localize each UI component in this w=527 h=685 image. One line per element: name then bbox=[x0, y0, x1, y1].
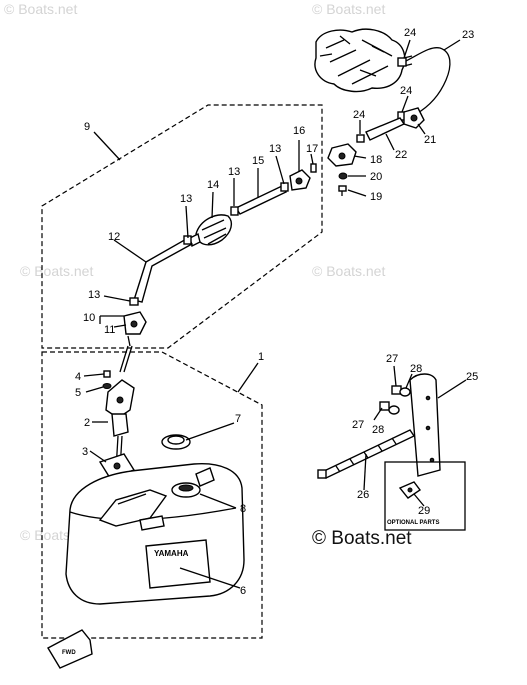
hose-clip-24-top bbox=[397, 57, 407, 67]
callout-24-mid: 24 bbox=[353, 109, 365, 121]
callout-26: 26 bbox=[357, 489, 369, 501]
callout-labels: 9 1 2 3 4 5 7 8 6 12 13 10 11 13 14 13 1… bbox=[75, 27, 478, 597]
callout-9: 9 bbox=[84, 121, 90, 133]
watermark-top-right: © Boats.net bbox=[312, 1, 385, 17]
callout-18: 18 bbox=[370, 154, 382, 166]
bracket-10 bbox=[99, 315, 124, 324]
callout-5: 5 bbox=[75, 387, 81, 399]
hose-clip-24-mid bbox=[356, 134, 365, 143]
gasket-20 bbox=[338, 172, 348, 180]
callout-14: 14 bbox=[207, 179, 219, 191]
threaded-rod-26 bbox=[317, 429, 416, 479]
fwd-label: FWD bbox=[62, 650, 76, 656]
watermark-mid-left: © Boats.net bbox=[20, 263, 93, 279]
engine-unit bbox=[314, 28, 406, 93]
callout-21: 21 bbox=[424, 134, 436, 146]
screw-4 bbox=[103, 370, 111, 378]
callout-8: 8 bbox=[240, 503, 246, 515]
callout-4: 4 bbox=[75, 371, 81, 383]
clip-13-mid bbox=[230, 206, 239, 216]
primer-pump-14 bbox=[189, 214, 233, 248]
callout-13-left: 13 bbox=[180, 193, 192, 205]
callout-13-mid: 13 bbox=[228, 166, 240, 178]
callout-3: 3 bbox=[82, 446, 88, 458]
connector-21 bbox=[403, 107, 425, 129]
leader-lines bbox=[83, 39, 467, 589]
callout-28-lower: 28 bbox=[372, 424, 384, 436]
callout-11: 11 bbox=[104, 324, 115, 336]
screw-19 bbox=[338, 185, 347, 196]
tank-brand-label: YAMAHA bbox=[154, 549, 189, 558]
callout-23: 23 bbox=[462, 29, 474, 41]
callout-13-upper: 13 bbox=[269, 143, 281, 155]
joint-18 bbox=[327, 143, 357, 167]
callout-12: 12 bbox=[108, 231, 120, 243]
callout-29: 29 bbox=[418, 505, 430, 517]
callout-25: 25 bbox=[466, 371, 478, 383]
callout-24-top: 24 bbox=[404, 27, 416, 39]
hose-22 bbox=[365, 117, 406, 141]
clip-13-lower bbox=[129, 297, 139, 306]
callout-16: 16 bbox=[293, 125, 305, 137]
clip-13-upper bbox=[280, 182, 289, 192]
callout-13-lower: 13 bbox=[88, 289, 100, 301]
fuel-tank-6: YAMAHA bbox=[65, 463, 245, 605]
callout-24-right: 24 bbox=[400, 85, 412, 97]
fuel-hose-23 bbox=[403, 47, 451, 115]
group-9-boundary bbox=[41, 104, 323, 349]
callout-22: 22 bbox=[395, 149, 407, 161]
callout-7: 7 bbox=[235, 413, 241, 425]
connector-16 bbox=[289, 169, 311, 191]
watermark-mid-right: © Boats.net bbox=[312, 263, 385, 279]
callout-10: 10 bbox=[83, 312, 95, 324]
washer-5 bbox=[102, 383, 112, 389]
optional-parts-box: OPTIONAL PARTS bbox=[384, 461, 466, 531]
hose-12 bbox=[133, 237, 194, 303]
hose-15 bbox=[234, 185, 288, 215]
callout-19: 19 bbox=[370, 191, 382, 203]
callout-27-lower: 27 bbox=[352, 419, 364, 431]
bolt-27-lower bbox=[379, 401, 390, 411]
washer-28-upper bbox=[399, 387, 411, 397]
callout-28-upper: 28 bbox=[410, 363, 422, 375]
watermark-bottom-main: © Boats.net bbox=[312, 528, 412, 549]
oring-17 bbox=[310, 163, 317, 173]
watermark-top-left: © Boats.net bbox=[4, 1, 77, 17]
optional-parts-label: OPTIONAL PARTS bbox=[387, 520, 439, 526]
washer-28-lower bbox=[388, 405, 400, 415]
callout-17: 17 bbox=[306, 143, 318, 155]
bracket-25 bbox=[409, 373, 441, 477]
callout-6: 6 bbox=[240, 585, 246, 597]
fuel-cap-7 bbox=[161, 434, 191, 450]
connector-10-11 bbox=[123, 311, 147, 347]
watermarks: © Boats.net © Boats.net © Boats.net © Bo… bbox=[4, 1, 412, 549]
callout-27-upper: 27 bbox=[386, 353, 398, 365]
callout-20: 20 bbox=[370, 171, 382, 183]
fuel-gauge-2 bbox=[105, 379, 135, 471]
callout-1: 1 bbox=[258, 351, 264, 363]
callout-15: 15 bbox=[252, 155, 264, 167]
fwd-arrow: FWD bbox=[47, 629, 93, 669]
group-1-boundary bbox=[41, 351, 263, 639]
callout-2: 2 bbox=[84, 417, 90, 429]
